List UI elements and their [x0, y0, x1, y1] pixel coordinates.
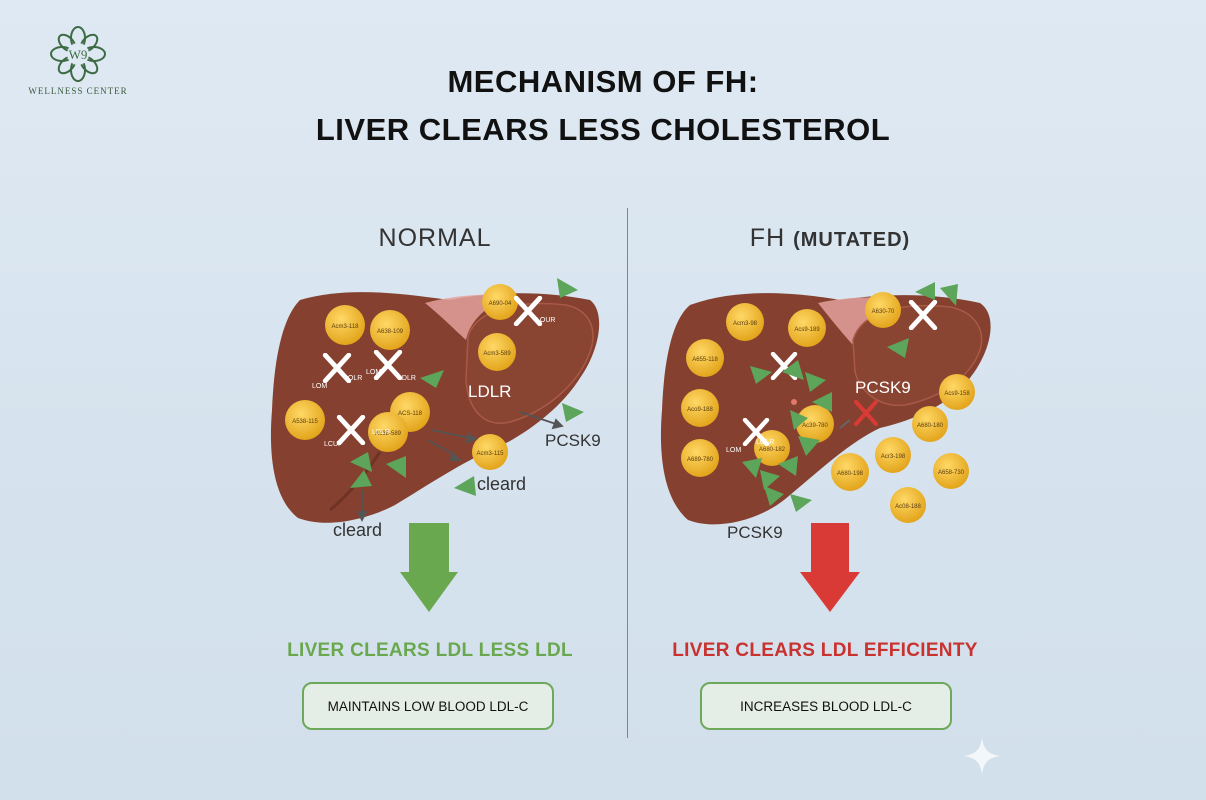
- svg-text:A690-04: A690-04: [489, 301, 512, 307]
- fh-heading: FH (MUTATED): [700, 224, 960, 253]
- receptor-label: LCUP: [324, 441, 343, 448]
- logo-flower-icon: W9: [50, 26, 106, 82]
- logo-mark-text: W9: [69, 47, 88, 62]
- fh-particles: Acm3-98 Acs9-189 A655-118 A630-70 Acs9-1…: [681, 292, 975, 523]
- normal-receptors: LOM LOLR LOMI LDLR LCUP LDLR LOUR: [312, 298, 555, 448]
- ldl-particle: Acs9-189: [788, 309, 826, 347]
- ldl-particle: A680-198: [831, 453, 869, 491]
- normal-down-arrow-icon: [400, 523, 458, 612]
- svg-text:A680-198: A680-198: [837, 471, 864, 477]
- ldl-particle: Acr3-198: [875, 437, 911, 473]
- normal-flow-arrows: [356, 411, 564, 523]
- fh-outcome-box: INCREASES BLOOD LDL-C: [700, 682, 952, 730]
- svg-text:Acs9-158: Acs9-158: [944, 391, 970, 397]
- svg-text:A680-182: A680-182: [759, 447, 786, 453]
- ldl-particle: Acs9-158: [939, 374, 975, 410]
- fh-result: LIVER CLEARS LDL EFFICIENTY: [672, 640, 978, 661]
- ldl-particle: A680-180: [912, 406, 948, 442]
- svg-text:A689-780: A689-780: [687, 457, 714, 463]
- receptor-label: LDLR: [398, 375, 416, 382]
- receptor-label: LOUR: [536, 317, 555, 324]
- svg-text:Acm3-118: Acm3-118: [332, 324, 360, 330]
- center-divider: [627, 208, 628, 738]
- page-title: MECHANISM OF FH: LIVER CLEARS LESS CHOLE…: [0, 58, 1206, 154]
- svg-text:Acm3-115: Acm3-115: [477, 451, 505, 457]
- normal-pcsk9-triangles: [350, 278, 584, 496]
- normal-outcome-box: MAINTAINS LOW BLOOD LDL-C: [302, 682, 554, 730]
- svg-text:Ac08-188: Ac08-188: [895, 504, 921, 510]
- normal-particles: Acm3-118 A638-109 Acm3-589 A538-115 ACS-…: [285, 284, 518, 470]
- pcsk9-label: PCSK9: [727, 523, 783, 542]
- title-line-1: MECHANISM OF FH:: [447, 64, 759, 99]
- svg-text:A658-730: A658-730: [938, 470, 965, 476]
- logo-text: WELLNESS CENTER: [28, 86, 128, 96]
- svg-text:A538-115: A538-115: [292, 419, 318, 425]
- receptor-label: LDLR: [372, 429, 390, 436]
- svg-text:Ac39-780: Ac39-780: [802, 423, 828, 429]
- receptor-label: LOLR: [344, 375, 362, 382]
- receptor-label: LOM: [312, 383, 327, 390]
- ldl-particle: A689-780: [681, 439, 719, 477]
- fh-heading-suffix: (MUTATED): [793, 229, 911, 251]
- receptor-label: LOM: [726, 447, 741, 454]
- receptor-label: LOLR: [756, 439, 774, 446]
- blocked-x-icon: [854, 400, 878, 426]
- fh-flow-arrow: [839, 419, 851, 429]
- pcsk9-liver-label: PCSK9: [855, 378, 911, 397]
- svg-text:A630-70: A630-70: [872, 309, 895, 315]
- title-line-2: LIVER CLEARS LESS CHOLESTEROL: [315, 112, 891, 147]
- svg-text:ACS-118: ACS-118: [398, 411, 423, 417]
- fh-heading-main: FH: [749, 224, 786, 252]
- ldl-particle: Acm3-98: [726, 303, 764, 341]
- pcsk9-label: PCSK9: [545, 431, 601, 450]
- sparkle-icon: [964, 738, 1000, 774]
- ldl-particle: Aco9-188: [681, 389, 719, 427]
- ldlr-label: LDLR: [468, 382, 511, 401]
- fh-down-arrow-icon: [800, 523, 860, 612]
- ldl-particle: Ac39-780: [796, 405, 834, 443]
- logo: W9 WELLNESS CENTER: [28, 26, 128, 96]
- ldl-particle: A638-589: [368, 412, 408, 452]
- cleard-label: cleard: [477, 474, 526, 494]
- ldl-particle: A655-118: [686, 339, 724, 377]
- ldl-particle: A690-04: [482, 284, 518, 320]
- ldl-particle: A538-115: [285, 400, 325, 440]
- svg-text:Acr3-198: Acr3-198: [881, 454, 906, 460]
- svg-text:A638-589: A638-589: [375, 431, 402, 437]
- ldl-particle: A638-109: [370, 310, 410, 350]
- ldl-particle: A658-730: [933, 453, 969, 489]
- ldl-particle: Acm3-115: [472, 434, 508, 470]
- ldl-particle: Acm3-589: [478, 333, 516, 371]
- normal-heading: NORMAL: [378, 224, 492, 252]
- svg-text:Acs9-189: Acs9-189: [794, 327, 820, 333]
- svg-text:A680-180: A680-180: [917, 423, 944, 429]
- fh-pcsk9-triangles: [742, 282, 958, 512]
- ldl-particle: A630-70: [865, 292, 901, 328]
- cleard-label: cleard: [333, 520, 382, 540]
- svg-text:Aco9-188: Aco9-188: [687, 407, 713, 413]
- svg-text:A655-118: A655-118: [692, 357, 718, 363]
- normal-result: LIVER CLEARS LDL LESS LDL: [287, 640, 573, 661]
- svg-text:Acm3-98: Acm3-98: [733, 321, 758, 327]
- fh-receptors: LOM LOLR: [726, 302, 935, 454]
- logo-mark: W9: [50, 26, 106, 82]
- svg-text:A638-109: A638-109: [377, 329, 404, 335]
- ldl-particle: Acm3-118: [325, 305, 365, 345]
- svg-text:Acm3-589: Acm3-589: [483, 351, 511, 357]
- ldl-particle: Ac08-188: [890, 487, 926, 523]
- receptor-label: LOMI: [366, 369, 383, 376]
